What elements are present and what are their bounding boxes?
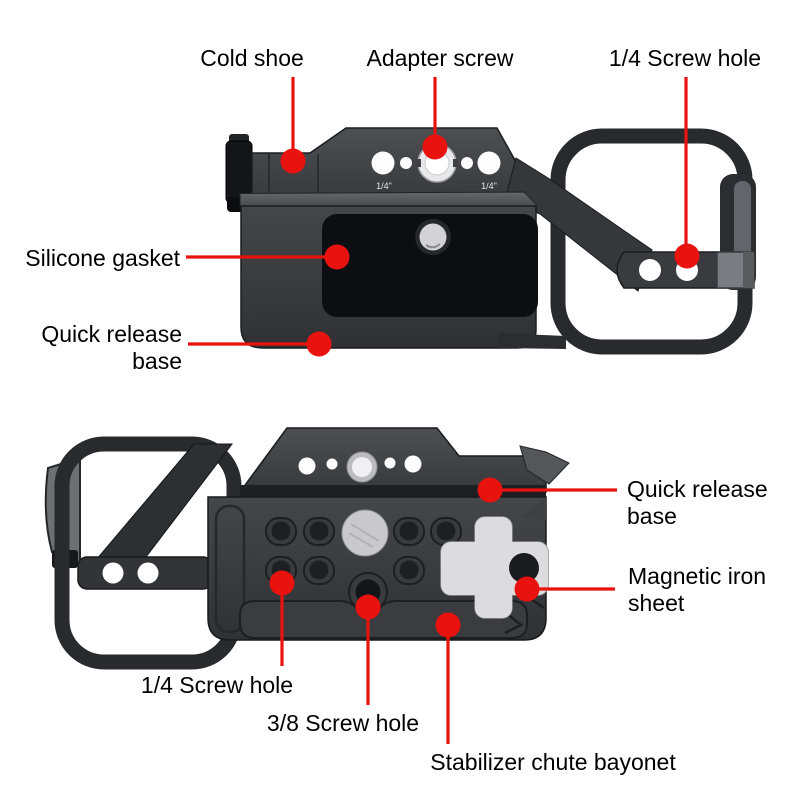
- label-stabilizer-chute-bayonet: Stabilizer chute bayonet: [430, 749, 676, 775]
- annotation-dot-adapter-screw: [422, 134, 448, 160]
- annotation-layer: [186, 77, 700, 744]
- annotation-dot-magnetic-iron-sheet: [514, 576, 540, 602]
- annotation-dot-stabilizer-chute-bayonet: [435, 612, 461, 638]
- label-quarter-screw-hole-bottom: 1/4 Screw hole: [140, 672, 294, 698]
- label-silicone-gasket: Silicone gasket: [25, 245, 180, 271]
- bottom-view-device: [44, 427, 570, 670]
- label-magnetic-iron-sheet-line2: sheet: [628, 590, 685, 616]
- edge-band-bottom: [240, 485, 546, 497]
- annotation-dot-quarter-screw-hole-bottom: [269, 570, 295, 596]
- label-three-eighths-screw-hole: 3/8 Screw hole: [266, 710, 420, 736]
- label-cold-shoe: Cold shoe: [200, 45, 304, 71]
- annotation-dot-quick-release-base-bottom: [477, 477, 503, 503]
- label-magnetic-iron-sheet-line1: Magnetic iron: [628, 563, 767, 589]
- annotation-dot-silicone-gasket: [324, 244, 350, 270]
- label-quarter-screw-hole-top: 1/4 Screw hole: [608, 45, 762, 71]
- label-quick-release-base-top-line2: base: [132, 348, 182, 374]
- silicone-gasket-panel: [322, 214, 538, 317]
- label-adapter-screw: Adapter screw: [366, 45, 514, 71]
- ring-cross-bar: [616, 251, 755, 289]
- label-quick-release-base-top: Quick release base: [8, 321, 182, 375]
- large-screw-head: [341, 509, 389, 557]
- engraving-quarter-inch-left: 1/4": [376, 181, 392, 191]
- label-quick-release-base-bottom: Quick release base: [627, 476, 800, 530]
- top-view-device: 1/4" 1/4": [225, 127, 756, 355]
- quarter-hole-left: [371, 151, 395, 175]
- annotation-dot-cold-shoe: [280, 148, 306, 174]
- edge-band: [239, 191, 537, 207]
- annotation-dot-three-eighths-screw-hole: [355, 594, 381, 620]
- quarter-hole-right: [477, 151, 501, 175]
- plate-top-holes: [298, 451, 422, 483]
- engraving-quarter-inch-right: 1/4": [481, 181, 497, 191]
- annotation-dot-quick-release-base-top: [306, 331, 332, 357]
- label-magnetic-iron-sheet: Magnetic iron sheet: [628, 563, 800, 617]
- label-quick-release-base-bottom-line1: Quick release: [627, 476, 768, 502]
- label-quick-release-base-bottom-line2: base: [627, 503, 677, 529]
- label-quick-release-base-top-line1: Quick release: [41, 321, 182, 347]
- annotation-dot-quarter-screw-hole-top: [674, 243, 700, 269]
- screw-bosses: [265, 517, 462, 585]
- ring-cross-bar-bottom: [77, 556, 213, 590]
- right-lip: [519, 445, 570, 485]
